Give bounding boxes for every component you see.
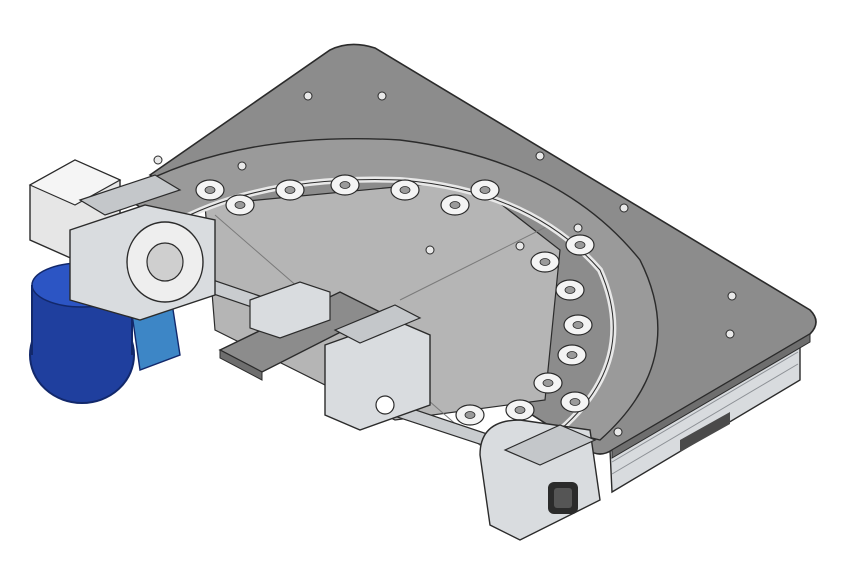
roller — [533, 372, 563, 394]
middle-guide-block — [324, 304, 431, 431]
roller — [225, 194, 255, 216]
mounting-hole — [725, 329, 735, 339]
mounting-hole — [377, 91, 387, 101]
mounting-hole — [619, 203, 629, 213]
mounting-hole — [727, 291, 737, 301]
mounting-hole — [535, 151, 545, 161]
mounting-holes — [153, 91, 737, 437]
mounting-hole — [237, 161, 247, 171]
roller — [565, 234, 595, 256]
roller — [560, 391, 590, 413]
mounting-hole — [515, 241, 525, 251]
roller — [390, 179, 420, 201]
left-pulley-housing — [69, 174, 216, 321]
mounting-hole — [425, 245, 435, 255]
roller — [555, 279, 585, 301]
upper-guide-block — [249, 281, 331, 339]
roller-group — [195, 174, 595, 426]
roller — [455, 404, 485, 426]
curved-belt-guide — [118, 138, 659, 441]
roller — [470, 179, 500, 201]
roller — [275, 179, 305, 201]
mounting-hole — [303, 91, 313, 101]
roller — [530, 251, 560, 273]
mounting-hole — [573, 223, 583, 233]
roller — [557, 344, 587, 366]
roller — [505, 399, 535, 421]
roller — [330, 174, 360, 196]
center-plate — [218, 291, 382, 381]
roller — [440, 194, 470, 216]
mounting-hole — [613, 427, 623, 437]
mounting-hole — [153, 155, 163, 165]
roller — [563, 314, 593, 336]
roller — [195, 179, 225, 201]
right-end-unit — [479, 419, 601, 541]
